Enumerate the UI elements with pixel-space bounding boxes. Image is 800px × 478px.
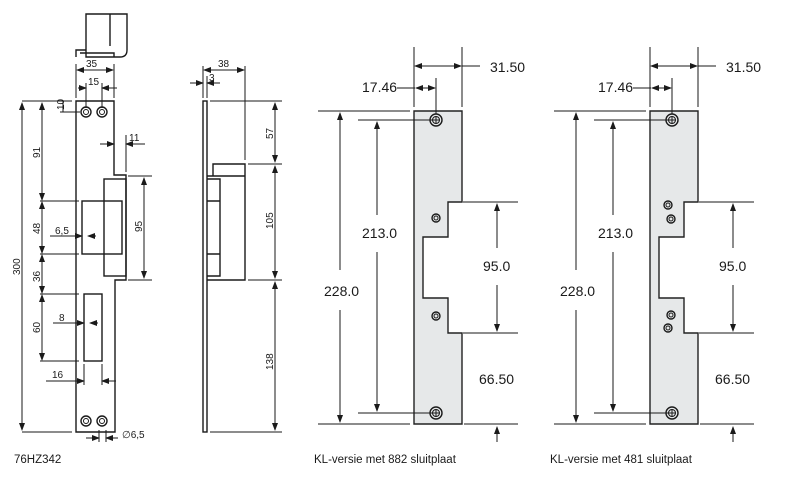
dim-6-5: 6,5	[55, 226, 69, 237]
slot-opening	[83, 293, 103, 362]
dim-17-46: 17.46	[598, 79, 633, 95]
front-view-76hz342: 35 15 10 11 91 48 6,5 95 300 36 60 8 16 …	[12, 13, 152, 466]
dim-16: 16	[52, 370, 64, 381]
side-view: 38 3 57 105 138	[190, 59, 282, 433]
dim-36: 36	[32, 270, 43, 282]
side-lock-body	[207, 163, 246, 281]
strike-plate-481: 31.50 17.46 228.0 213.0 95.0 66.50 KL-ve…	[550, 47, 761, 466]
dim-8: 8	[59, 313, 65, 324]
dim-91: 91	[32, 146, 43, 158]
caption-481: KL-versie met 481 sluitplaat	[550, 454, 693, 466]
dim-57: 57	[265, 127, 276, 139]
dim-38: 38	[218, 59, 230, 70]
dim-31-50: 31.50	[490, 59, 525, 75]
dim-300: 300	[12, 258, 23, 275]
plate-holes	[429, 113, 443, 420]
dim-11: 11	[129, 133, 140, 144]
dim-95-0: 95.0	[483, 258, 510, 274]
dim-35: 35	[86, 59, 98, 70]
dim-105: 105	[265, 212, 276, 229]
dim-17-46: 17.46	[362, 79, 397, 95]
dimension-lines	[19, 64, 152, 442]
dim-48: 48	[32, 222, 43, 234]
caption-882: KL-versie met 882 sluitplaat	[314, 454, 457, 466]
dim-95: 95	[134, 220, 145, 232]
dim-66-50: 66.50	[479, 371, 514, 387]
dim-138: 138	[265, 353, 276, 370]
dim-31-50: 31.50	[726, 59, 761, 75]
latch-opening	[81, 200, 123, 255]
side-plate	[202, 100, 208, 433]
dim-10: 10	[56, 98, 67, 110]
dim-60: 60	[32, 321, 43, 333]
dim-213-0: 213.0	[362, 225, 397, 241]
dim-228-0: 228.0	[324, 283, 359, 299]
dim-15: 15	[88, 77, 100, 88]
top-view-profile	[75, 13, 128, 58]
dim-3: 3	[209, 73, 215, 84]
screw-holes	[80, 106, 108, 427]
strike-plate-882: 31.50 17.46 228.0 213.0 95.0 66.50 KL-ve…	[314, 47, 525, 466]
dim-95-0: 95.0	[719, 258, 746, 274]
strike-faceplate	[75, 100, 127, 433]
caption-76hz342: 76HZ342	[14, 454, 61, 466]
dim-213-0: 213.0	[598, 225, 633, 241]
dim-66-50: 66.50	[715, 371, 750, 387]
dim-diameter-6-5: ∅6,5	[122, 430, 145, 441]
dim-228-0: 228.0	[560, 283, 595, 299]
